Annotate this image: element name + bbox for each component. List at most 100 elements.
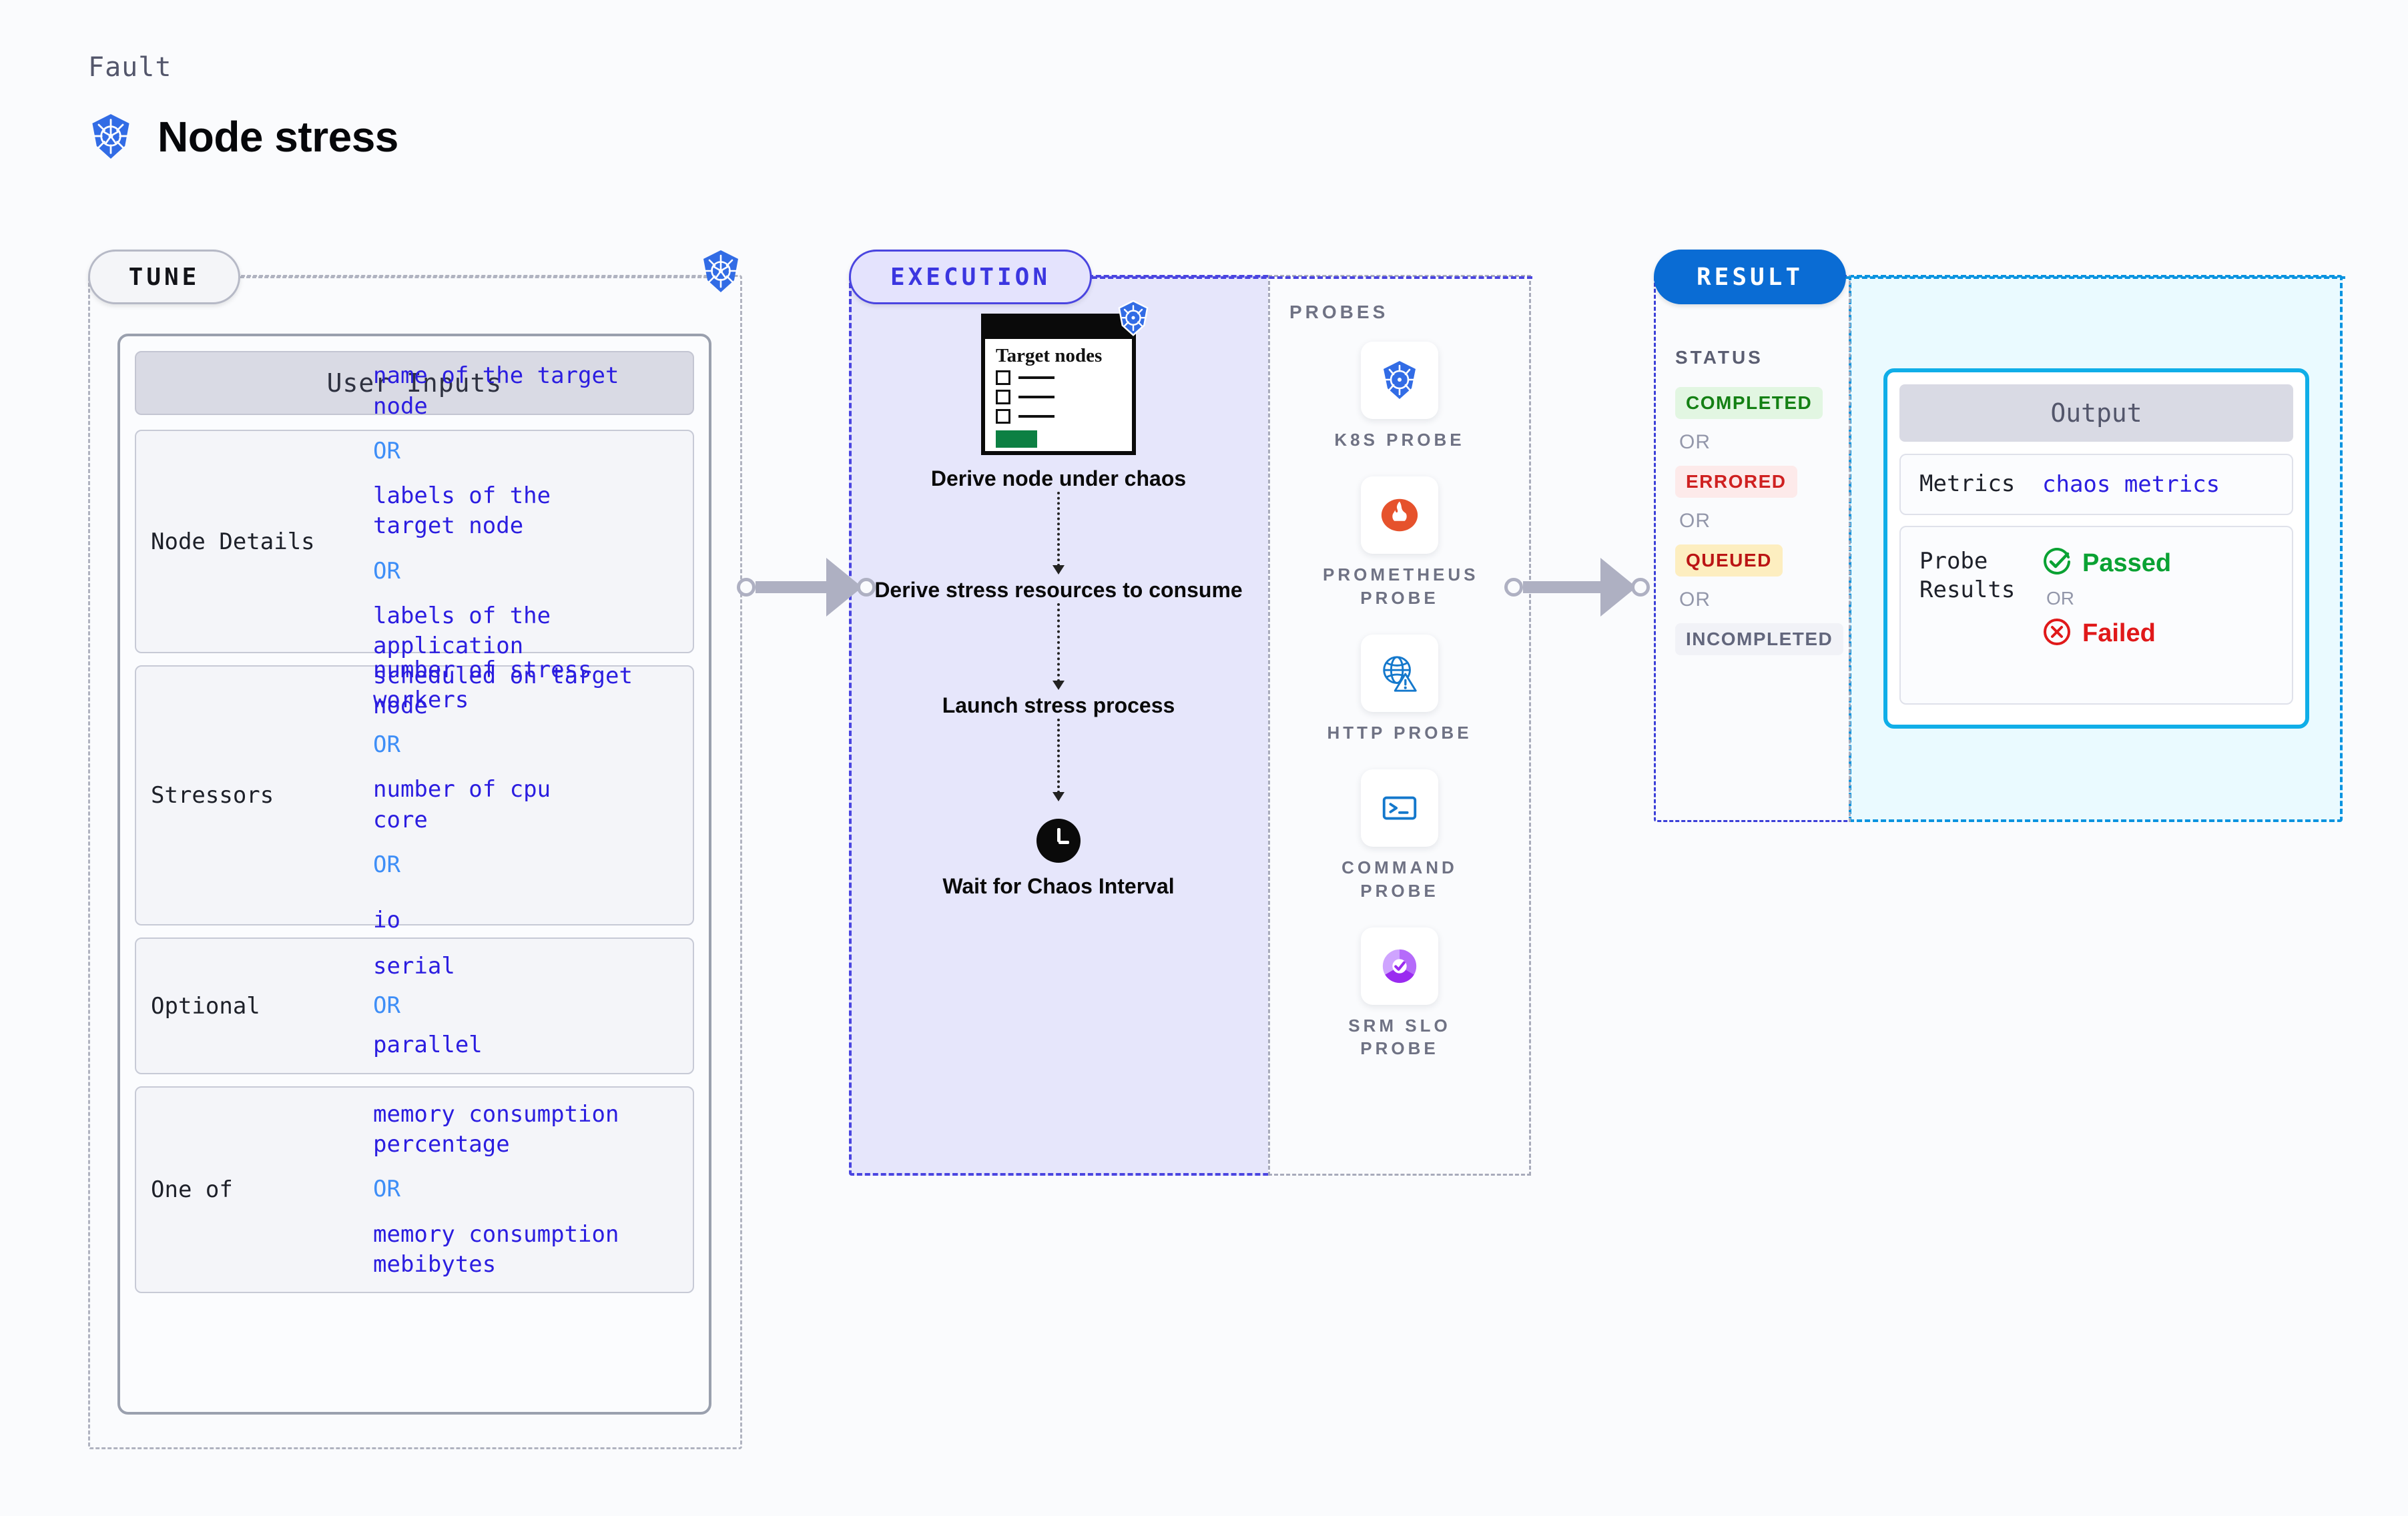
globe-warning-icon (1360, 634, 1438, 712)
input-group-stressors: Stressors number of stress workers OR nu… (135, 657, 694, 933)
placeholder-line (1018, 376, 1055, 380)
connector-dot (737, 578, 756, 597)
probe-item-k8s[interactable]: K8S PROBE (1334, 342, 1464, 451)
checkbox-icon (996, 370, 1010, 386)
probe-item-command[interactable]: COMMAND PROBE (1323, 769, 1476, 902)
kubernetes-icon (1360, 342, 1438, 419)
output-header: Output (1899, 384, 2293, 442)
clock-icon (1036, 819, 1081, 863)
connector-bar (756, 581, 829, 593)
probe-item-srm-slo[interactable]: SRM SLO PROBE (1323, 927, 1476, 1060)
tune-connector-line (240, 276, 707, 278)
execution-connector-line (1092, 276, 1532, 279)
flow-arrow (849, 603, 1268, 691)
input-group-node-details: Node Details name of the target node OR … (135, 362, 694, 719)
input-group-label: Node Details (151, 528, 315, 555)
flow-step-label: Derive stress resources to consume (874, 578, 1243, 603)
or-separator: OR (373, 1176, 400, 1203)
input-group-label: One of (151, 1176, 233, 1203)
connector-tune-to-execution (737, 558, 876, 617)
status-badge-incompleted: INCOMPLETED (1675, 623, 1844, 655)
input-group-label: Stressors (151, 782, 274, 809)
or-separator: OR (1679, 589, 1711, 611)
flow-arrow (849, 719, 1268, 802)
target-nodes-card: Target nodes (981, 300, 1149, 455)
flow-arrow (849, 492, 1268, 575)
input-value: parallel (373, 1032, 483, 1059)
or-separator: OR (373, 731, 400, 759)
connector-dot (857, 578, 876, 597)
checkbox-row (996, 409, 1132, 424)
user-inputs-card: User Inputs Node Details name of the tar… (117, 334, 711, 1415)
probes-section-boundary (1268, 275, 1531, 1176)
fault-label: Fault (88, 52, 172, 83)
probe-result-failed: Failed (2042, 617, 2171, 650)
kubernetes-icon (88, 113, 133, 160)
placeholder-line (1018, 415, 1055, 418)
input-value: memory consumption percentage (373, 1100, 619, 1158)
input-value: serial (373, 952, 455, 980)
placeholder-line (1018, 396, 1055, 399)
probe-item-http[interactable]: HTTP PROBE (1327, 634, 1472, 744)
connector-bar (1523, 581, 1603, 593)
status-badge-errored: ERRORED (1675, 466, 1797, 498)
probe-label: COMMAND PROBE (1341, 857, 1458, 901)
input-value: name of the target node (373, 362, 619, 420)
input-group-optional: Optional serial OR parallel (135, 937, 694, 1074)
flow-step-label: Wait for Chaos Interval (942, 874, 1175, 899)
execution-section-pill[interactable]: EXECUTION (849, 250, 1092, 304)
flow-step-derive-stress: Derive stress resources to consume (849, 575, 1268, 603)
metrics-value: chaos metrics (2042, 470, 2220, 498)
kubernetes-icon (1116, 300, 1151, 340)
connector-dot (1504, 578, 1523, 597)
tune-section-pill[interactable]: TUNE (88, 250, 240, 304)
flow-step-launch-stress: Launch stress process (849, 690, 1268, 719)
output-row-probe-results: Probe Results Passed OR (1899, 525, 2293, 705)
arrow-head-icon (1600, 558, 1636, 617)
status-badge-queued: QUEUED (1675, 544, 1783, 577)
submit-bar (996, 430, 1037, 448)
status-list: COMPLETED OR ERRORED OR QUEUED OR INCOMP… (1675, 387, 1844, 655)
input-value: labels of the target node (373, 482, 551, 540)
input-value: number of cpu core (373, 776, 551, 833)
status-badge-completed: COMPLETED (1675, 387, 1823, 419)
probe-label: K8S PROBE (1334, 430, 1465, 450)
failed-label: Failed (2082, 619, 2156, 647)
checkbox-icon (996, 409, 1010, 424)
arrow-head-icon (826, 558, 862, 617)
result-section-pill[interactable]: RESULT (1654, 250, 1846, 304)
or-separator: OR (1679, 431, 1711, 453)
tune-section-boundary (88, 275, 742, 1449)
probes-title: PROBES (1289, 302, 1389, 322)
page-title: Node stress (158, 113, 398, 161)
connector-dot (1631, 578, 1650, 597)
probe-label: PROMETHEUS PROBE (1323, 564, 1479, 608)
probe-label: HTTP PROBE (1327, 722, 1472, 743)
user-inputs-header: User Inputs (135, 351, 694, 415)
or-separator: OR (373, 557, 400, 585)
checkbox-row (996, 370, 1132, 386)
or-separator: OR (373, 992, 400, 1019)
execution-flow: Target nodes (849, 300, 1268, 899)
output-card: Output Metrics chaos metrics Probe Resul… (1883, 368, 2309, 729)
probe-list: K8S PROBE PROMETHEUS PROBE (1268, 342, 1531, 1060)
or-separator: OR (1679, 510, 1711, 532)
input-group-one-of: One of memory consumption percentage OR … (135, 1086, 694, 1293)
probe-result-passed: Passed (2042, 547, 2171, 580)
probe-results-body: Passed OR Failed (2042, 547, 2171, 650)
input-group-values: serial OR parallel (373, 952, 686, 1061)
metrics-label: Metrics (1919, 470, 2016, 497)
or-separator: OR (373, 851, 400, 878)
target-nodes-title: Target nodes (996, 345, 1103, 366)
flow-step-wait-chaos: Wait for Chaos Interval (849, 819, 1268, 899)
status-title: STATUS (1675, 347, 1763, 368)
prometheus-icon (1361, 476, 1438, 554)
probe-item-prometheus[interactable]: PROMETHEUS PROBE (1323, 476, 1476, 609)
input-value: labels of the application scheduled on t… (373, 602, 633, 720)
x-circle-icon (2042, 617, 2072, 650)
flow-step-label: Launch stress process (942, 693, 1175, 718)
execution-probes-divider (1268, 275, 1270, 1176)
probe-results-label: Probe Results (1919, 547, 2016, 604)
input-value: io (373, 907, 400, 934)
input-value: number of stress workers (373, 656, 592, 713)
